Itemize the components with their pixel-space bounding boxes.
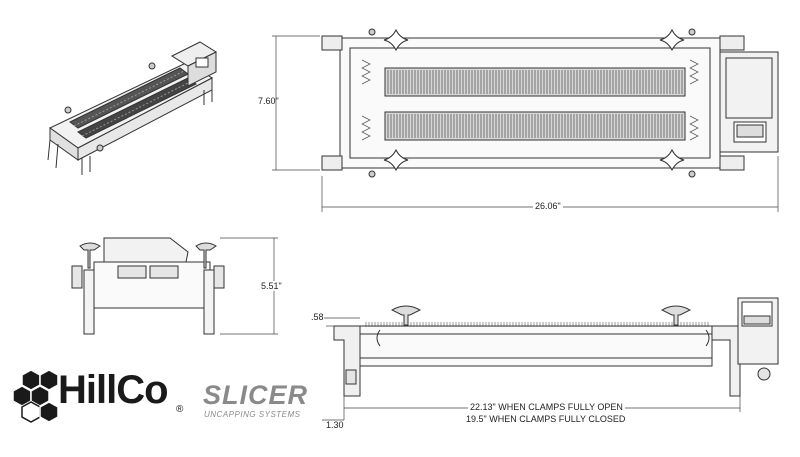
knob-tr [659,28,685,52]
isometric-view [47,41,218,175]
knob-br [659,148,685,172]
top-height-label: 7.60" [258,96,279,106]
side-bottom-label: 1.30 [326,420,344,430]
end-height-label: 5.51" [261,281,282,291]
registered-mark: ® [176,404,184,415]
knob-bl [383,148,409,172]
end-view [71,237,225,335]
top-length-label: 26.06" [533,201,563,211]
clamps-closed-label: 19.5" WHEN CLAMPS FULLY CLOSED [466,414,626,424]
clamps-open-label: 22.13" WHEN CLAMPS FULLY OPEN [468,402,625,412]
company-name: HillCo [58,368,169,412]
hillco-logo-hexagons [12,369,59,423]
knob-tl [383,28,409,52]
side-view [333,297,779,397]
product-name: SLICER [203,380,309,410]
product-tagline: UNCAPPING SYSTEMS [204,410,301,419]
iso-rollers [69,67,197,139]
top-view [321,28,779,178]
side-top-label: .58 [311,312,324,322]
